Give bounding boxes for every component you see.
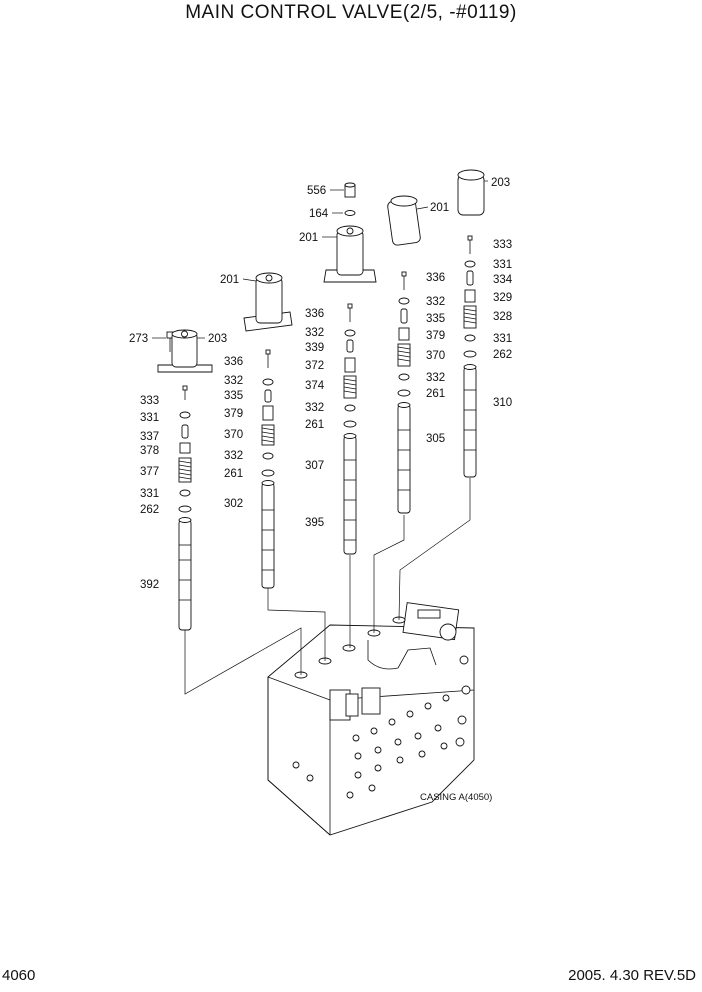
callout-332-col4a: 332 [426, 296, 445, 308]
callout-307: 307 [305, 460, 324, 472]
callout-261-col3: 261 [305, 419, 324, 431]
callout-332-col4b: 332 [426, 372, 445, 384]
callout-273: 273 [129, 333, 148, 345]
callout-377: 377 [140, 466, 159, 478]
callout-201-left: 201 [220, 274, 239, 286]
callout-332-col3b: 332 [305, 402, 324, 414]
callout-262-col5: 262 [493, 349, 512, 361]
spring-370-right [397, 346, 411, 362]
callout-370-col2: 370 [224, 429, 243, 441]
callout-261-col4: 261 [426, 388, 445, 400]
callout-262-col1: 262 [140, 504, 159, 516]
column-4-parts [387, 195, 421, 514]
callout-378: 378 [140, 445, 159, 457]
callout-556: 556 [307, 185, 326, 197]
callout-379-col4: 379 [426, 330, 445, 342]
assembly-leader-lines [184, 478, 471, 695]
callout-331-col1a: 331 [140, 412, 159, 424]
callout-337: 337 [140, 431, 159, 443]
callout-334: 334 [493, 274, 513, 286]
callout-374: 374 [305, 380, 325, 392]
spring-370-left [261, 427, 275, 443]
callout-203-left: 203 [208, 333, 227, 345]
callout-332-col2a: 332 [224, 375, 243, 387]
callout-395: 395 [305, 517, 324, 529]
casing-body [267, 602, 475, 836]
callout-336-col4: 336 [426, 272, 445, 284]
callout-336-col3: 336 [305, 308, 324, 320]
callout-201-right: 201 [430, 202, 449, 214]
spring-328 [463, 308, 477, 324]
column-3-parts [323, 182, 377, 555]
casing-label: CASING A(4050) [420, 792, 492, 803]
callout-335-col2: 335 [224, 390, 243, 402]
callout-331-col5b: 331 [493, 333, 512, 345]
page-number: 4060 [2, 967, 36, 984]
spring-377 [178, 460, 192, 480]
column-1-parts [157, 329, 213, 631]
callout-201-center: 201 [299, 232, 318, 244]
callout-372: 372 [305, 360, 324, 372]
callout-164: 164 [309, 208, 329, 220]
callout-302: 302 [224, 498, 243, 510]
callout-305: 305 [426, 433, 445, 445]
page-title: MAIN CONTROL VALVE(2/5, -#0119) [185, 2, 517, 23]
callout-339: 339 [305, 342, 324, 354]
callout-332-col3a: 332 [305, 327, 324, 339]
callout-203-right: 203 [491, 177, 510, 189]
callout-331-col1b: 331 [140, 488, 159, 500]
column-5-parts [457, 169, 485, 478]
spring-374 [343, 378, 357, 394]
callout-370-col4: 370 [426, 350, 445, 362]
callout-332-col2b: 332 [224, 450, 243, 462]
callout-261-col2: 261 [224, 468, 243, 480]
callout-336-col2: 336 [224, 356, 243, 368]
callout-392: 392 [140, 579, 159, 591]
callout-333-col5: 333 [493, 239, 512, 251]
callout-leaders [152, 180, 488, 339]
callout-379-col2: 379 [224, 408, 243, 420]
revision-date: 2005. 4.30 REV.5D [568, 967, 696, 984]
callout-329: 329 [493, 292, 512, 304]
callout-310: 310 [493, 397, 512, 409]
callout-333-col1: 333 [140, 395, 159, 407]
callout-335-col4: 335 [426, 313, 445, 325]
callout-331-col5a: 331 [493, 259, 512, 271]
callout-328: 328 [493, 311, 512, 323]
column-2-parts [243, 272, 293, 589]
callout-labels: 556 164 201 201 201 203 203 273 336 336 … [129, 177, 513, 591]
